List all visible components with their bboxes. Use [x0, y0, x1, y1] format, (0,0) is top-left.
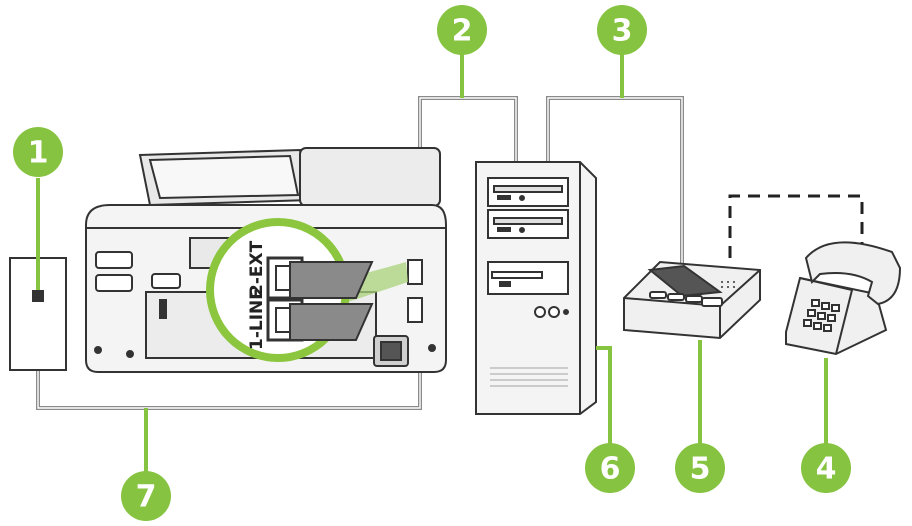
telephone — [785, 241, 902, 356]
ext-port-label: 2-EXT — [247, 240, 267, 296]
callout-label-2: 2 — [452, 14, 473, 49]
computer-tower — [475, 161, 597, 415]
answering-machine — [623, 260, 761, 340]
wall-jack — [9, 257, 67, 371]
callout-5: 5 — [675, 443, 725, 493]
callout-3: 3 — [597, 5, 647, 55]
callout-1: 1 — [13, 127, 63, 177]
callout-label-3: 3 — [612, 14, 633, 49]
callout-label-1: 1 — [28, 136, 49, 171]
callout-2: 2 — [437, 5, 487, 55]
callout-label-6: 6 — [600, 452, 621, 487]
port-zoom: 2-EXT 1-LINE — [206, 218, 408, 362]
wire-dashed — [728, 194, 864, 272]
callout-label-7: 7 — [136, 480, 157, 515]
callout-7: 7 — [121, 471, 171, 521]
callout-4: 4 — [801, 443, 851, 493]
callout-label-5: 5 — [690, 452, 711, 487]
line-port-label: 1-LINE — [247, 288, 267, 350]
line-port — [266, 298, 374, 342]
ext-port — [266, 256, 374, 300]
callout-6: 6 — [585, 443, 635, 493]
leader-lines — [36, 48, 828, 478]
callout-label-4: 4 — [816, 452, 837, 487]
